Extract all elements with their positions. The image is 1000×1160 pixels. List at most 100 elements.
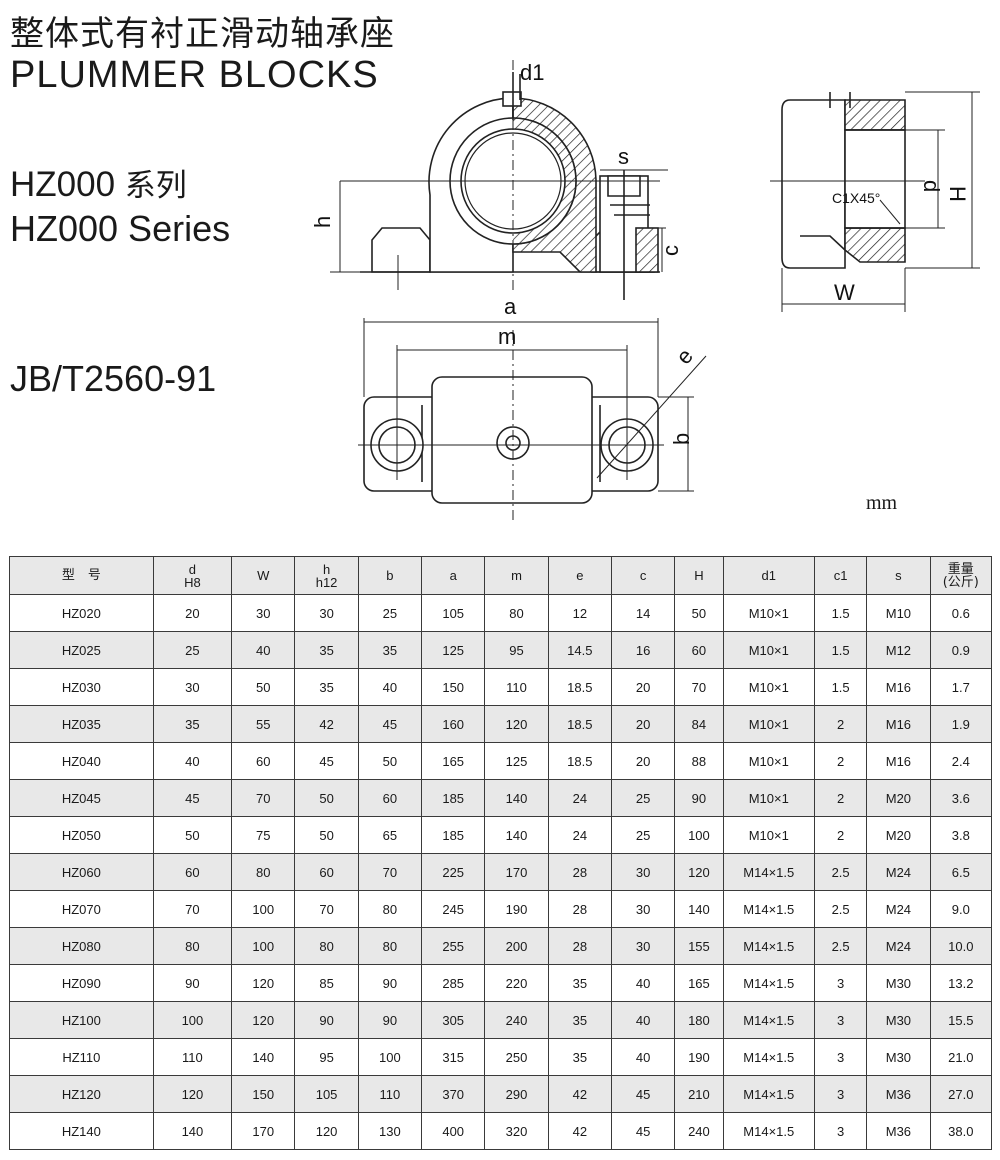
- table-cell: 60: [357, 779, 423, 817]
- table-cell: 170: [484, 853, 549, 891]
- table-cell: 2.5: [813, 890, 868, 928]
- table-cell: 28: [547, 890, 612, 928]
- table-cell: 27.0: [929, 1075, 993, 1113]
- table-cell: 120: [294, 1112, 359, 1150]
- table-cell: 290: [484, 1075, 549, 1113]
- table-cell: 40: [610, 1038, 676, 1076]
- table-cell: 100: [231, 890, 296, 928]
- table-cell: 30: [152, 668, 233, 706]
- dim-label-W: W: [834, 280, 855, 305]
- table-cell: 30: [610, 853, 676, 891]
- column-header-sublabel: (公斤): [942, 574, 979, 590]
- table-cell: M14×1.5: [722, 853, 815, 891]
- column-header: e: [547, 556, 612, 595]
- table-cell: 18.5: [547, 668, 612, 706]
- side-view: [770, 91, 980, 312]
- table-cell: 3: [813, 964, 868, 1002]
- table-cell: 105: [294, 1075, 359, 1113]
- table-cell: 225: [421, 853, 486, 891]
- column-header: c: [610, 556, 676, 595]
- table-cell: 90: [152, 964, 233, 1002]
- table-cell: 110: [357, 1075, 423, 1113]
- table-cell: 305: [421, 1001, 486, 1039]
- table-cell: HZ110: [9, 1038, 154, 1076]
- table-cell: 240: [674, 1112, 724, 1150]
- table-cell: 50: [152, 816, 233, 854]
- column-header-sublabel: H8: [184, 574, 201, 590]
- table-cell: 320: [484, 1112, 549, 1150]
- table-cell: M16: [866, 705, 931, 743]
- dim-label-e: e: [671, 343, 698, 368]
- table-cell: 80: [357, 927, 423, 965]
- table-cell: 210: [674, 1075, 724, 1113]
- table-cell: 88: [674, 742, 724, 780]
- dim-label-h: h: [310, 216, 335, 228]
- table-cell: 50: [294, 816, 359, 854]
- table-cell: 70: [294, 890, 359, 928]
- dim-label-m: m: [498, 324, 516, 349]
- table-cell: M36: [866, 1112, 931, 1150]
- table-cell: M30: [866, 964, 931, 1002]
- table-cell: 13.2: [929, 964, 993, 1002]
- table-cell: 40: [152, 742, 233, 780]
- table-cell: 185: [421, 816, 486, 854]
- table-cell: 40: [357, 668, 423, 706]
- table-cell: 150: [421, 668, 486, 706]
- table-cell: M14×1.5: [722, 1038, 815, 1076]
- dim-label-d: d: [919, 180, 944, 192]
- table-cell: M10×1: [722, 705, 815, 743]
- table-cell: 14.5: [547, 631, 612, 669]
- table-cell: 1.9: [929, 705, 993, 743]
- unit-label: mm: [866, 492, 898, 514]
- table-cell: 24: [547, 779, 612, 817]
- column-header-label: 型 号: [61, 568, 101, 583]
- table-cell: 45: [357, 705, 423, 743]
- table-cell: HZ035: [9, 705, 154, 743]
- table-cell: 140: [152, 1112, 233, 1150]
- table-cell: 2: [813, 779, 868, 817]
- series-label-chinese: 系列: [124, 168, 187, 204]
- table-cell: 180: [674, 1001, 724, 1039]
- table-cell: M10×1: [722, 594, 815, 632]
- table-cell: 90: [294, 1001, 359, 1039]
- series-title-english: HZ000 Series: [10, 208, 231, 249]
- table-cell: 9.0: [929, 890, 993, 928]
- table-cell: M14×1.5: [722, 1112, 815, 1150]
- side-view-body: [781, 99, 846, 269]
- table-cell: 18.5: [547, 705, 612, 743]
- table-cell: 60: [294, 853, 359, 891]
- table-cell: 250: [484, 1038, 549, 1076]
- table-cell: 100: [152, 1001, 233, 1039]
- table-cell: 18.5: [547, 742, 612, 780]
- chamfer-label: C1X45°: [832, 190, 880, 206]
- table-cell: 20: [610, 742, 676, 780]
- table-cell: 110: [484, 668, 549, 706]
- table-cell: M12: [866, 631, 931, 669]
- column-header: W: [231, 556, 296, 595]
- table-cell: M36: [866, 1075, 931, 1113]
- table-cell: 45: [610, 1075, 676, 1113]
- table-cell: 70: [152, 890, 233, 928]
- column-header-label: W: [257, 568, 270, 583]
- top-view: [358, 318, 707, 520]
- table-cell: 140: [674, 890, 724, 928]
- dim-label-a: a: [504, 294, 517, 319]
- table-cell: 95: [484, 631, 549, 669]
- table-cell: 30: [231, 594, 296, 632]
- table-cell: M20: [866, 779, 931, 817]
- table-cell: 35: [547, 964, 612, 1002]
- column-header: 型 号: [9, 556, 154, 595]
- dim-label-d1: d1: [520, 60, 544, 85]
- table-cell: HZ040: [9, 742, 154, 780]
- column-header-label: s: [895, 568, 902, 583]
- table-cell: 70: [357, 853, 423, 891]
- table-cell: 45: [152, 779, 233, 817]
- table-cell: 28: [547, 927, 612, 965]
- column-header-label: a: [449, 568, 457, 583]
- table-cell: M14×1.5: [722, 1001, 815, 1039]
- table-cell: 15.5: [929, 1001, 993, 1039]
- column-header-label: h: [322, 561, 331, 577]
